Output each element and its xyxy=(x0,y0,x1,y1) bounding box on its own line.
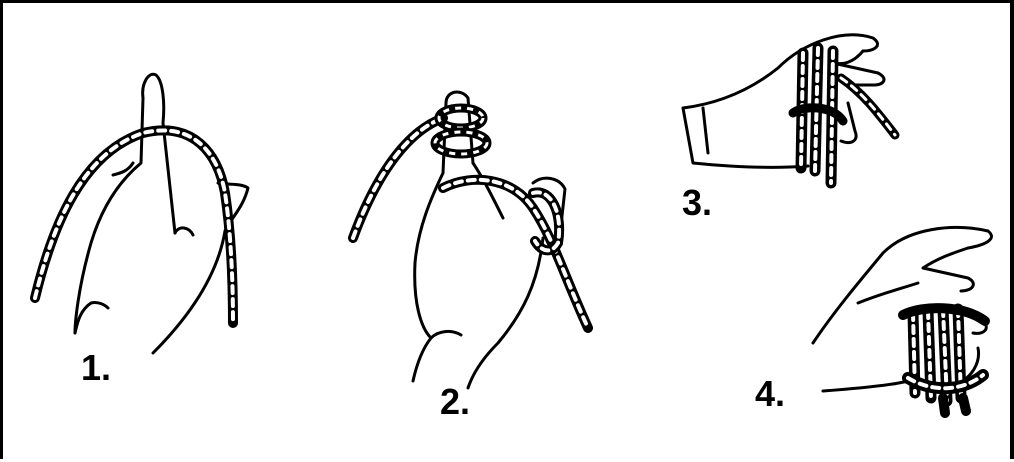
step-1-rope xyxy=(35,130,233,323)
step-3-label: 3. xyxy=(682,185,712,221)
step-1-label: 1. xyxy=(81,350,111,386)
step-4-label: 4. xyxy=(755,376,785,412)
step-3-rope xyxy=(793,48,895,183)
step-3-drawing xyxy=(683,35,895,183)
step-2-label: 2. xyxy=(440,384,470,420)
step-3-hand xyxy=(683,35,884,167)
step-4-drawing xyxy=(813,227,991,413)
step-1-hand xyxy=(75,74,248,353)
knot-tying-illustration xyxy=(3,3,1013,462)
step-4-rope xyxy=(903,308,985,413)
step-2-drawing xyxy=(353,92,588,388)
step-1-drawing xyxy=(35,74,248,353)
